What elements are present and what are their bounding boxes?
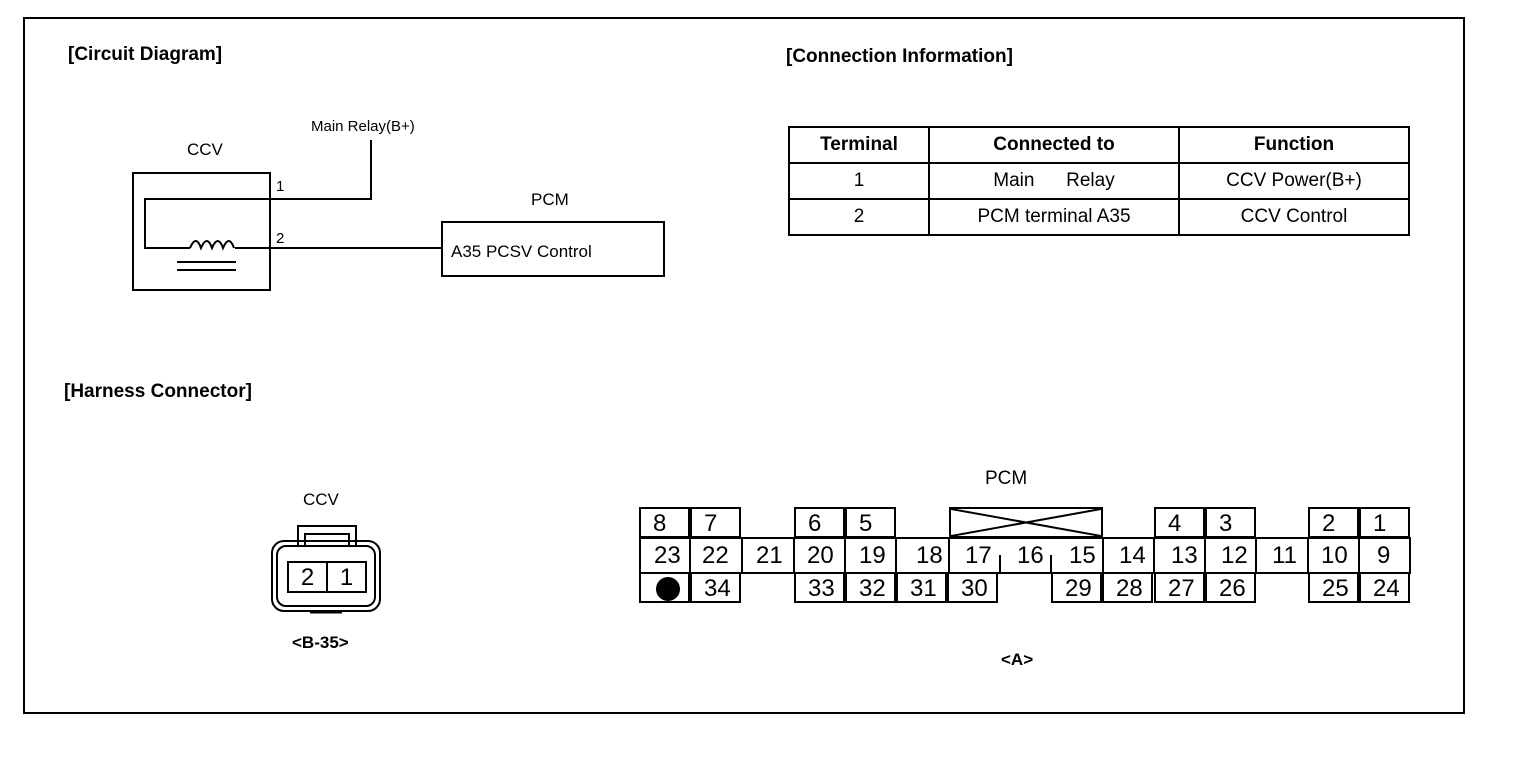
table-cell: 2 xyxy=(788,198,930,236)
table-header-connected-to: Connected to xyxy=(928,126,1180,164)
pcm-pin-24: 24 xyxy=(1359,572,1410,603)
table-header-function: Function xyxy=(1178,126,1410,164)
pcm-pin-16: 16 xyxy=(1017,542,1044,569)
table-header-row: Terminal Connected to Function xyxy=(788,126,1410,164)
pcm-pin-18: 18 xyxy=(916,542,943,569)
table-row: 2 PCM terminal A35 CCV Control xyxy=(788,198,1410,236)
pcm-pin-10: 10 xyxy=(1321,542,1348,569)
pcm-box: A35 PCSV Control xyxy=(441,221,665,277)
pcm-pin-25: 25 xyxy=(1308,572,1359,603)
pcm-connector-code: <A> xyxy=(1001,650,1034,669)
ccv-label: CCV xyxy=(187,140,223,159)
table-cell: CCV Control xyxy=(1178,198,1410,236)
pcm-pin-35-marker xyxy=(639,572,690,603)
pcm-pin-33: 33 xyxy=(794,572,845,603)
pcm-pin-30: 30 xyxy=(947,572,998,603)
connection-info-heading: [Connection Information] xyxy=(786,46,1013,67)
circuit-diagram-heading: [Circuit Diagram] xyxy=(68,44,223,65)
pcm-middle-row xyxy=(639,537,1411,574)
coil-symbol xyxy=(189,240,235,251)
pcm-pin-21: 21 xyxy=(756,542,783,569)
pcm-pin-17: 17 xyxy=(965,542,992,569)
pcm-pin-34: 34 xyxy=(690,572,741,603)
harness-connector-heading: [Harness Connector] xyxy=(64,381,252,402)
pcm-pin-20: 20 xyxy=(807,542,834,569)
ccv-pin2-label: 2 xyxy=(276,230,285,247)
pcm-pin-13: 13 xyxy=(1171,542,1198,569)
main-relay-wire xyxy=(270,140,372,200)
table-cell: 1 xyxy=(788,162,930,200)
table-cell: CCV Power(B+) xyxy=(1178,162,1410,200)
pcm-pin-27: 27 xyxy=(1154,572,1205,603)
harness-ccv-label: CCV xyxy=(303,490,339,509)
table-cell: PCM terminal A35 xyxy=(928,198,1180,236)
connection-table: Terminal Connected to Function 1 Main Re… xyxy=(788,126,1410,236)
cross-icon xyxy=(951,509,1101,536)
pcm-pin-28: 28 xyxy=(1102,572,1153,603)
pcm-pin-26: 26 xyxy=(1205,572,1256,603)
pcm-pin-32: 32 xyxy=(845,572,896,603)
table-header-terminal: Terminal xyxy=(788,126,930,164)
pcm-pin-12: 12 xyxy=(1221,542,1248,569)
filled-circle-icon xyxy=(656,577,680,601)
pcm-pin-19: 19 xyxy=(859,542,886,569)
main-relay-label: Main Relay(B+) xyxy=(311,118,415,135)
table-cell: Main Relay xyxy=(928,162,1180,200)
pcm-pin-29: 29 xyxy=(1051,572,1102,603)
pcm-label: PCM xyxy=(531,190,569,209)
pcm-pin-22: 22 xyxy=(702,542,729,569)
diagram-frame xyxy=(23,17,1465,714)
ccv-pin1-label: 1 xyxy=(276,178,285,195)
pcm-pin-9: 9 xyxy=(1377,542,1391,569)
ccv-pin-1: 1 xyxy=(326,561,367,593)
pcm-pin-31: 31 xyxy=(896,572,947,603)
pcm-pin-23: 23 xyxy=(654,542,681,569)
table-row: 1 Main Relay CCV Power(B+) xyxy=(788,162,1410,200)
harness-pcm-label: PCM xyxy=(985,468,1028,489)
ccv-connector-code: <B-35> xyxy=(292,633,349,652)
pcm-pin-11: 11 xyxy=(1272,542,1297,569)
pcm-pin-14: 14 xyxy=(1119,542,1146,569)
pcm-box-text: A35 PCSV Control xyxy=(451,242,592,261)
pcm-pin-15: 15 xyxy=(1069,542,1096,569)
ccv-box xyxy=(132,172,271,291)
pcm-middle-row-pins: 23 22 21 20 19 18 17 16 15 14 13 12 11 1… xyxy=(639,537,1411,574)
